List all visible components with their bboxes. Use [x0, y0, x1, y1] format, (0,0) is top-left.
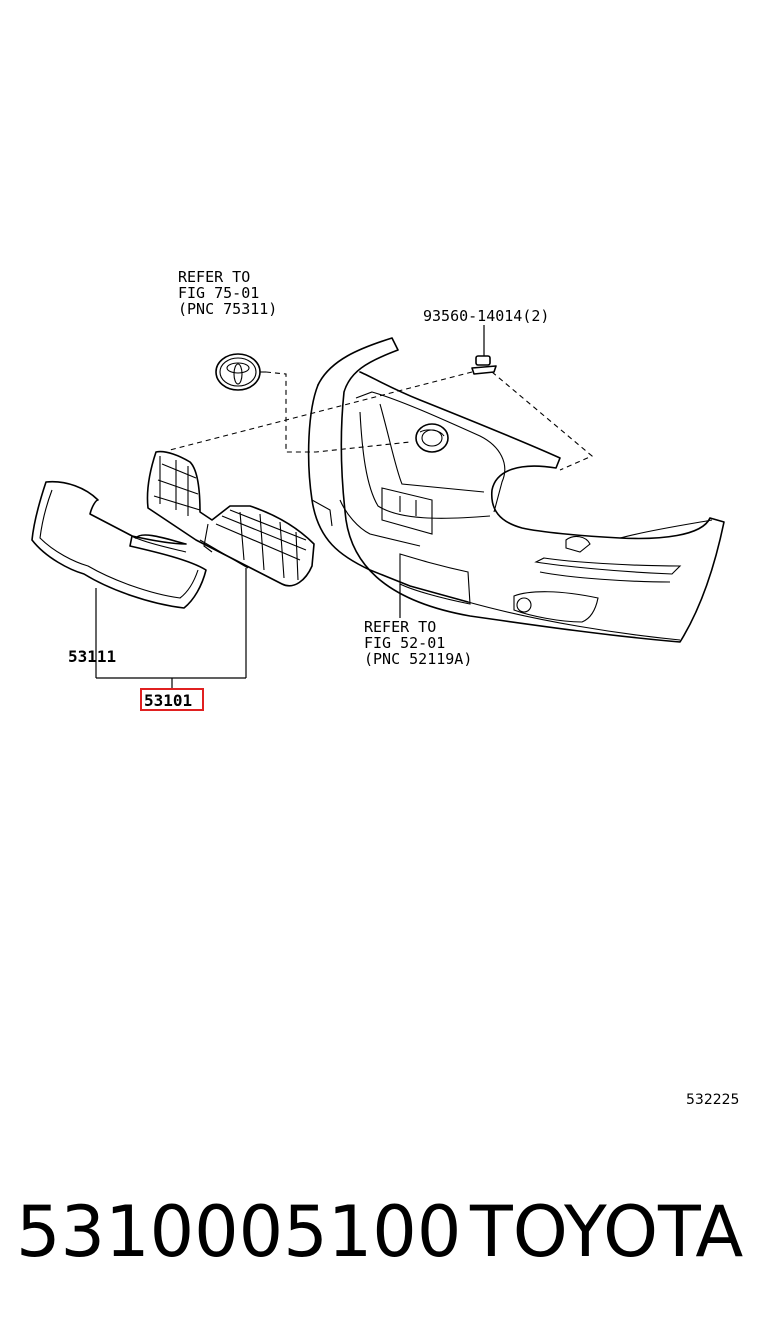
- front-bumper-cover[interactable]: [307, 337, 725, 643]
- radiator-grille[interactable]: [146, 450, 315, 587]
- highlight-box: [140, 688, 204, 711]
- emblem-ref-line2: FIG 75-01: [178, 284, 259, 302]
- bumper-ref-line1: REFER TO: [364, 618, 436, 636]
- bolt-part-number[interactable]: 93560-14014(2): [423, 307, 549, 325]
- bumper-ref-line2: FIG 52-01: [364, 634, 445, 652]
- footer-part-number: 5310005100: [16, 1191, 461, 1273]
- figure-number: 532225: [686, 1092, 739, 1108]
- bumper-ref-line3: (PNC 52119A): [364, 650, 472, 668]
- emblem-reference-callout: REFER TO FIG 75-01 (PNC 75311): [178, 268, 277, 318]
- grille-assy-part-number[interactable]: 53101: [144, 691, 192, 710]
- moulding-part-number[interactable]: 53111: [68, 647, 116, 666]
- grille-moulding[interactable]: [31, 480, 207, 609]
- emblem-ref-line1: REFER TO: [178, 268, 250, 286]
- emblem-ref-line3: (PNC 75311): [178, 300, 277, 318]
- emblem-icon[interactable]: [215, 353, 266, 391]
- footer-brand: TOYOTA: [469, 1191, 743, 1273]
- bolt-icon[interactable]: [471, 355, 497, 375]
